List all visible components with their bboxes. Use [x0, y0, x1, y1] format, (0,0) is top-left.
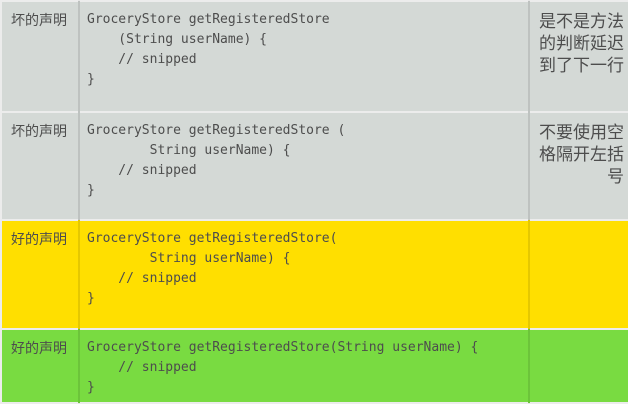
- code-cell: GroceryStore getRegisteredStore ( String…: [78, 110, 529, 221]
- declaration-type-cell: 好的声明: [1, 219, 79, 330]
- code-block: GroceryStore getRegisteredStore (String …: [87, 12, 330, 87]
- code-block: GroceryStore getRegisteredStore( String …: [87, 231, 338, 307]
- code-cell: GroceryStore getRegisteredStore (String …: [78, 1, 529, 112]
- code-block: GroceryStore getRegisteredStore(String u…: [87, 340, 479, 396]
- table-row: 坏的声明 GroceryStore getRegisteredStore ( S…: [1, 110, 628, 221]
- comment-cell: [528, 219, 628, 330]
- declaration-type-cell: 坏的声明: [11, 13, 67, 29]
- code-block: GroceryStore getRegisteredStore ( String…: [87, 122, 346, 198]
- table-row: 好的声明 GroceryStore getRegisteredStore(Str…: [1, 328, 628, 403]
- code-cell: GroceryStore getRegisteredStore(String u…: [78, 328, 529, 403]
- declaration-type-cell: 坏的声明: [1, 110, 79, 221]
- code-cell: GroceryStore getRegisteredStore( String …: [78, 219, 529, 330]
- table-row: 坏的声明 GroceryStore getRegisteredStore (St…: [1, 1, 628, 112]
- comment-cell: [528, 328, 628, 403]
- comment-cell: 是不是方法的判断延迟到了下一行: [528, 1, 628, 112]
- table-row: 好的声明 GroceryStore getRegisteredStore( St…: [1, 219, 628, 330]
- declaration-type-cell: 好的声明: [1, 328, 79, 403]
- comment-cell: 不要使用空格隔开左括号: [528, 110, 628, 221]
